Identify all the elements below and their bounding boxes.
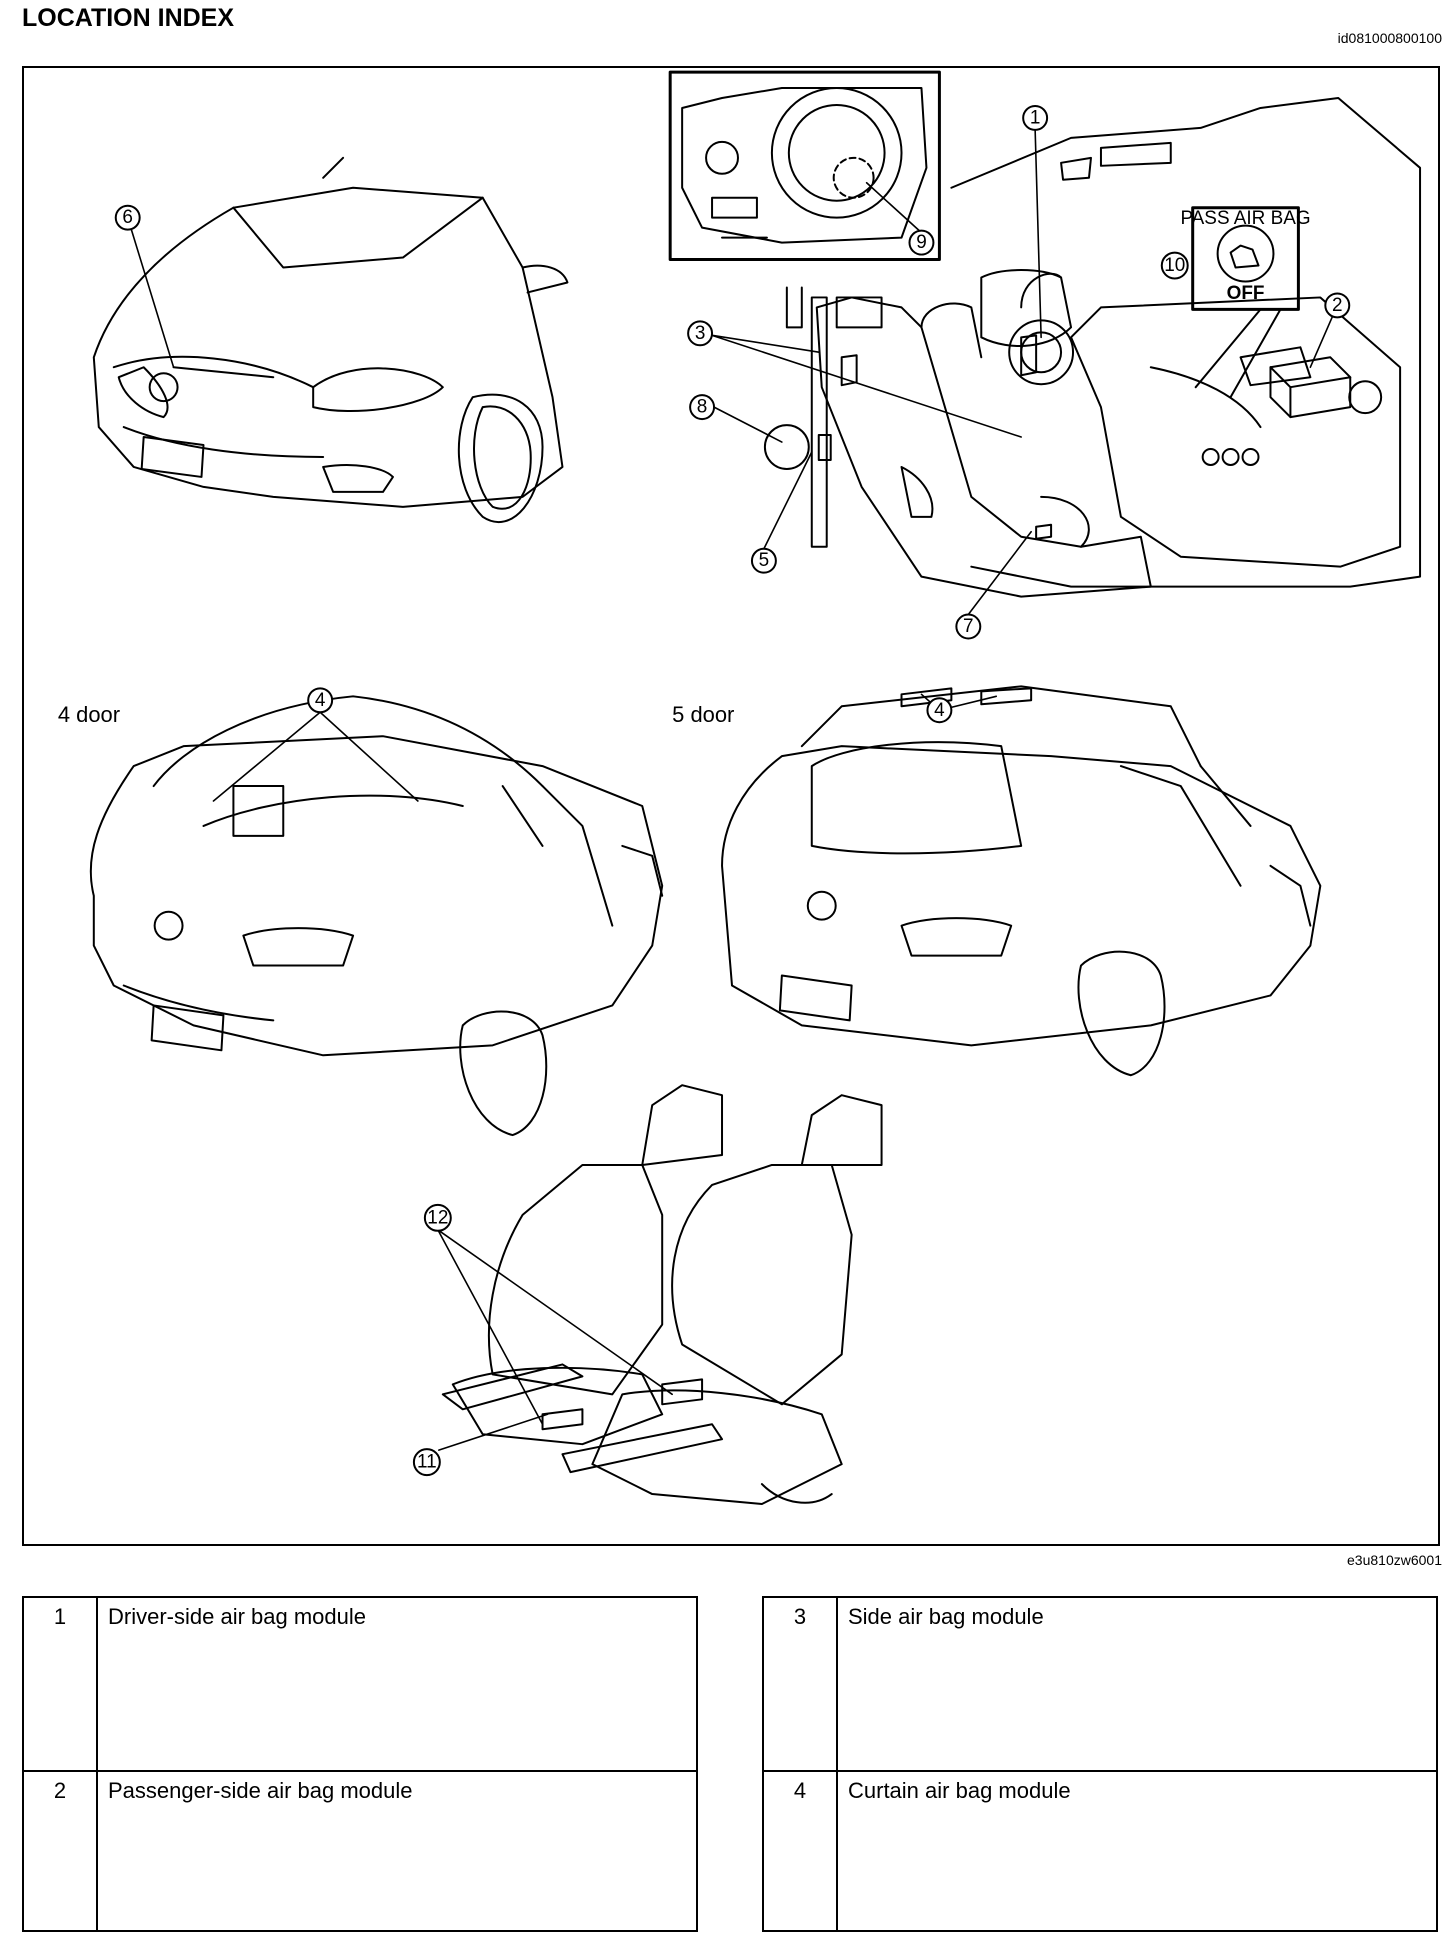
item-name: Side air bag module [836,1596,1438,1772]
callout-12: 12 [423,1203,452,1232]
five-door-car-drawing [721,685,1322,1077]
svg-text:4: 4 [315,690,326,711]
item-number: 4 [762,1770,838,1932]
callout-7: 6 [114,204,141,231]
table-row: 1 Driver-side air bag module [22,1596,698,1772]
callout-2: 2 [1324,292,1351,319]
callout-3: 3 [687,320,714,347]
page-title: LOCATION INDEX [22,4,235,32]
item-name: Driver-side air bag module [96,1596,698,1772]
front-car-drawing [92,156,569,524]
table-row: 2 Passenger-side air bag module [22,1770,698,1932]
item-number: 2 [22,1770,98,1932]
index-table-right: 3 Side air bag module 4 Curtain air bag … [762,1596,1438,1932]
svg-text:5: 5 [759,550,770,571]
svg-text:6: 6 [122,207,133,228]
svg-text:3: 3 [695,323,706,344]
svg-text:12: 12 [427,1207,448,1228]
callout-8: 8 [689,394,716,421]
pass-airbag-text: PASS AIR BAG [1180,208,1310,229]
svg-text:7: 7 [963,616,974,637]
leader-lines [126,129,1339,1451]
svg-text:2: 2 [1332,295,1343,316]
seats-drawing [441,1084,883,1506]
svg-text:11: 11 [417,1452,437,1473]
interior-drawing: PASS AIR BAG OFF [668,70,1422,598]
callout-9: 9 [908,229,935,256]
callouts: 6 1 2 3 4 4 5 7 8 9 10 11 12 [114,104,1351,1477]
table-row: 3 Side air bag module [762,1596,1438,1772]
callout-11: 11 [412,1448,441,1477]
callout-4-five-door: 4 [926,697,953,724]
callout-1: 1 [1022,104,1049,131]
item-name: Curtain air bag module [836,1770,1438,1932]
location-illustration: PASS AIR BAG OFF [58,70,1422,1506]
location-figure: PASS AIR BAG OFF [22,66,1440,1546]
callout-5: 5 [750,547,777,574]
callout-4-four-door: 4 [307,687,334,714]
item-name: Passenger-side air bag module [96,1770,698,1932]
table-row: 4 Curtain air bag module [762,1770,1438,1932]
callout-10: 10 [1160,251,1189,280]
svg-text:8: 8 [697,397,708,418]
document-id: id081000800100 [1337,30,1442,46]
svg-text:10: 10 [1164,255,1185,276]
four-door-car-drawing [89,695,664,1137]
callout-6: 7 [955,613,982,640]
item-number: 1 [22,1596,98,1772]
pass-airbag-off-text: OFF [1227,283,1265,304]
figure-id: e3u810zw6001 [1347,1552,1442,1568]
svg-text:1: 1 [1030,107,1041,128]
label-4-door: 4 door [58,702,120,727]
item-number: 3 [762,1596,838,1772]
index-table-left: 1 Driver-side air bag module 2 Passenger… [22,1596,698,1932]
svg-text:9: 9 [916,232,927,253]
svg-text:4: 4 [934,700,945,721]
label-5-door: 5 door [672,702,734,727]
